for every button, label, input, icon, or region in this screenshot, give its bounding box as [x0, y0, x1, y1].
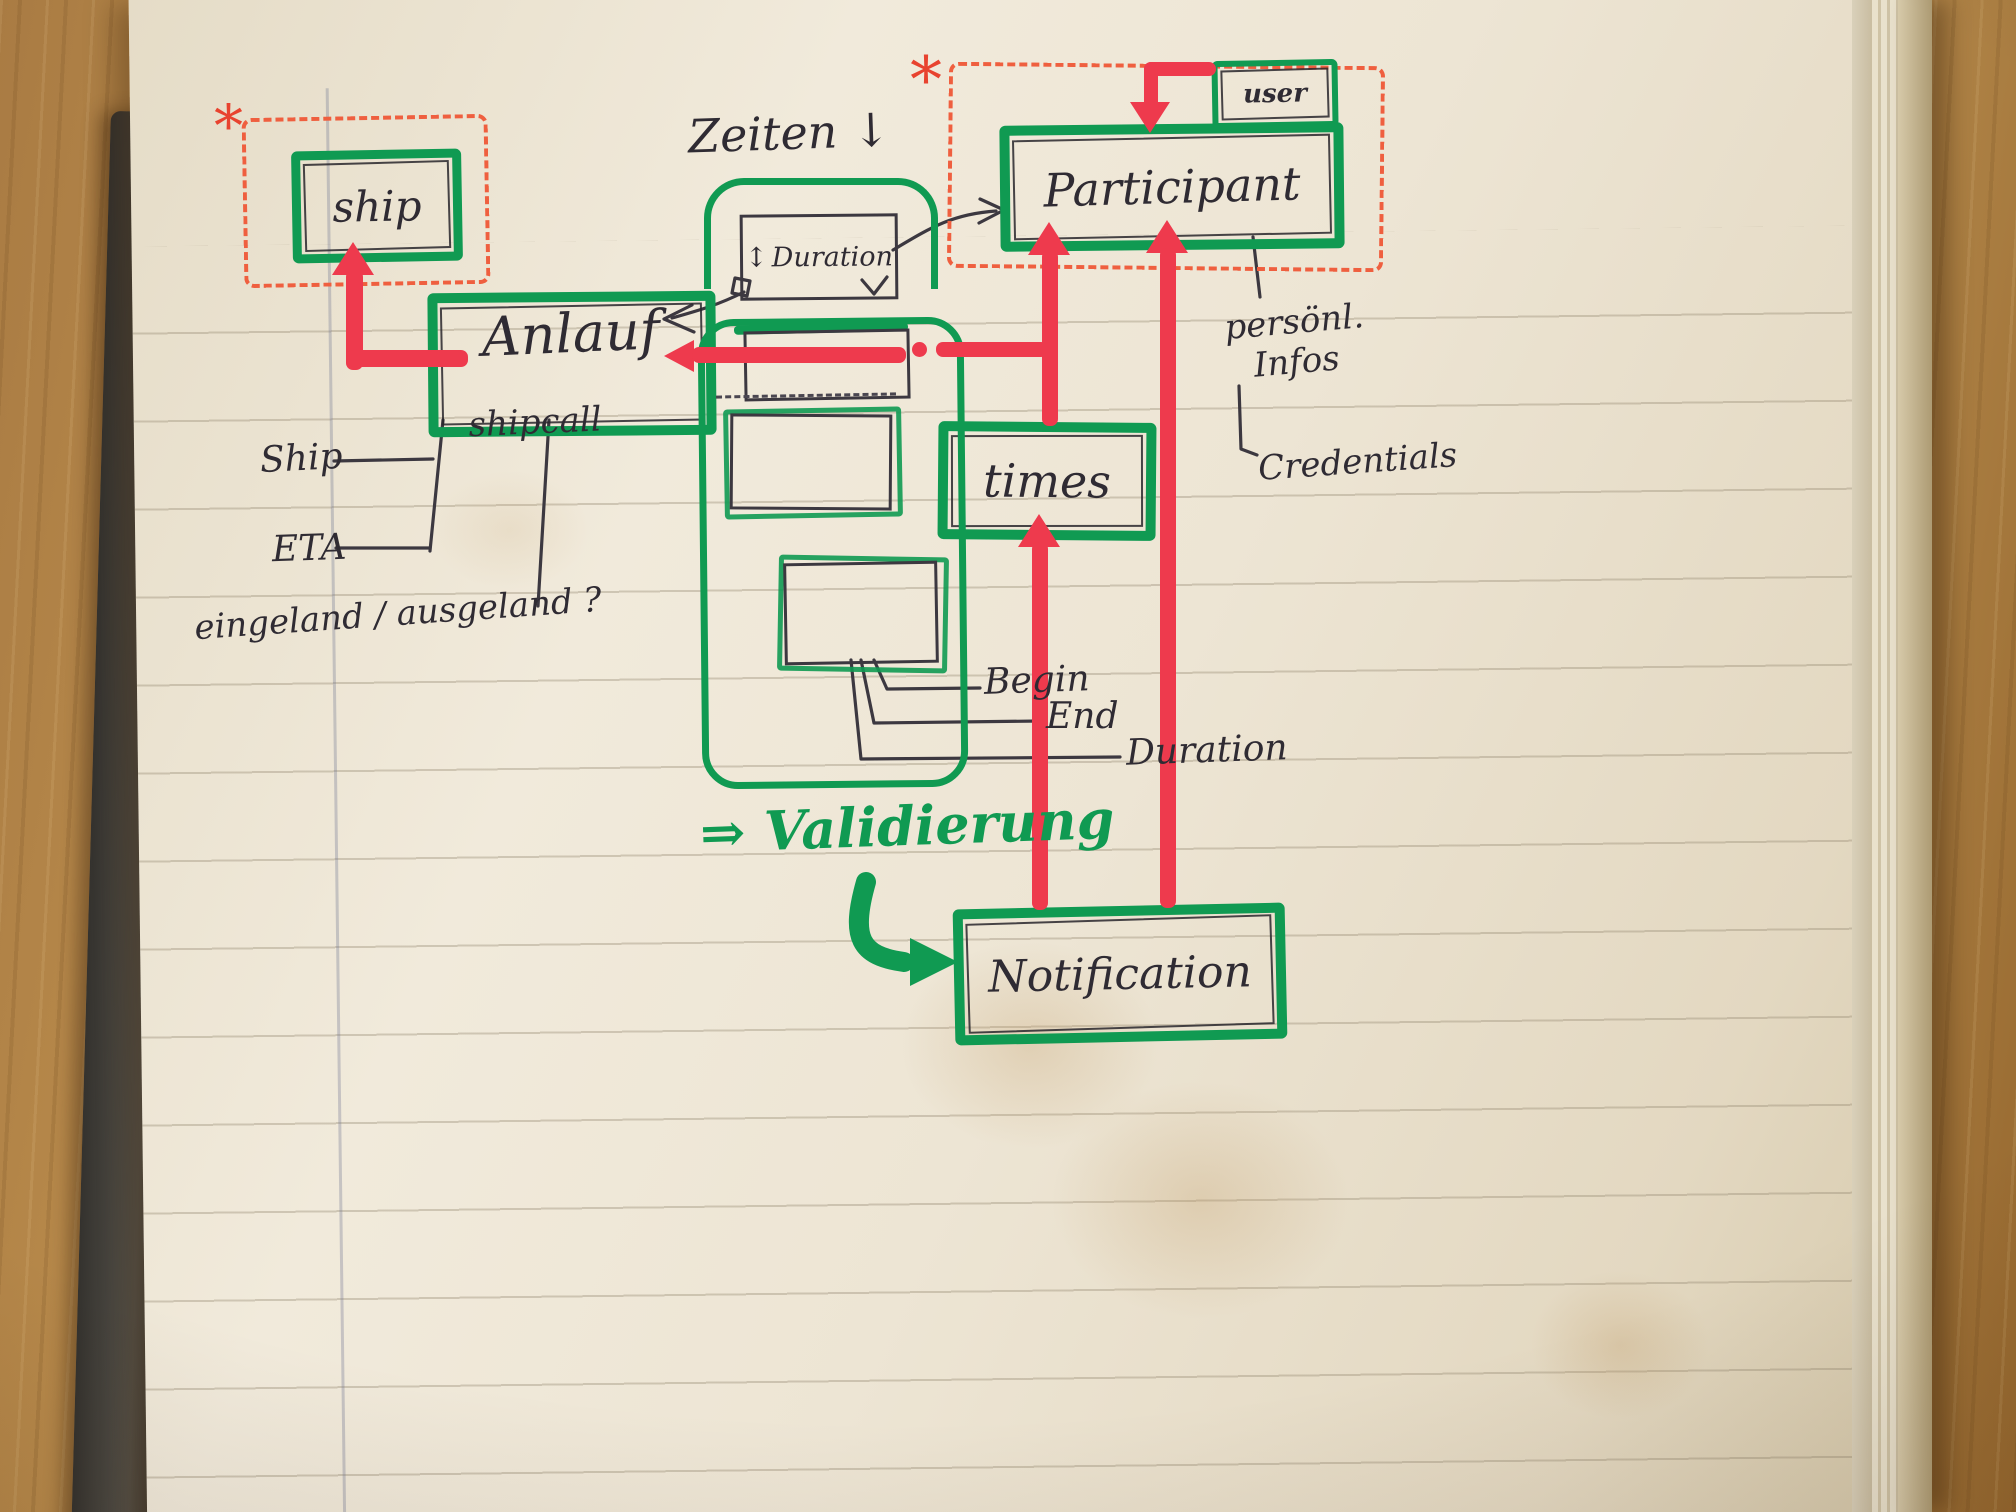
asterisk-right: *	[910, 44, 942, 118]
arrow-user-to-participant-shaft	[1144, 62, 1216, 76]
attr-end: End	[1046, 696, 1119, 737]
credentials-line	[1237, 384, 1259, 457]
arrow-times-to-anlauf-dot	[912, 342, 927, 357]
arrow-user-to-participant-head	[1130, 102, 1170, 133]
arrow-anlauf-to-ship-head	[332, 242, 374, 275]
anlauf-attribute-vertical-line	[428, 418, 445, 553]
coffee-stain	[1530, 1270, 1710, 1420]
arrow-times-to-anlauf-shaft	[692, 347, 906, 363]
begin-attribute-line	[872, 658, 982, 691]
personal-infos-line	[1251, 235, 1262, 299]
stacked-pages-edge	[1898, 0, 1932, 1512]
arrow-anlauf-to-ship-shaft	[346, 270, 363, 370]
coffee-stain	[900, 940, 1160, 1150]
attr-personal-infos: persönl. Infos	[1223, 296, 1369, 388]
arrow-times-to-participant-head	[1028, 222, 1070, 255]
inout-attribute-vertical-line	[536, 418, 551, 608]
duration-anchor-check-icon	[860, 275, 889, 296]
asterisk-left: *	[214, 92, 243, 160]
arrowhead-into-participant	[977, 197, 1006, 225]
green-curved-arrow-shaft	[848, 872, 914, 972]
coffee-stain	[1050, 1080, 1350, 1320]
page-edge	[1852, 0, 1872, 1512]
attr-ship: Ship	[258, 435, 344, 482]
arrow-times-to-participant-shaft	[1042, 250, 1058, 426]
connector-duration-to-participant	[891, 209, 998, 252]
green-curved-arrow-head	[910, 938, 958, 986]
arrow-notification-to-participant-head	[1146, 220, 1188, 253]
zeiten-bracket	[704, 178, 938, 289]
arrow-notification-to-times-shaft	[1032, 542, 1048, 910]
arrowhead-into-anlauf	[662, 303, 696, 334]
attr-eta: ETA	[271, 526, 348, 571]
stacked-pages-edge	[1872, 0, 1900, 1512]
attr-duration: Duration	[1125, 727, 1289, 774]
arrow-notification-to-participant-shaft	[1160, 248, 1176, 908]
paper-smudge	[430, 470, 590, 590]
ship-attribute-line	[332, 457, 435, 463]
end-attribute-line	[859, 658, 1042, 725]
arrow-times-to-anlauf-shaft	[936, 342, 1048, 357]
arrow-times-to-anlauf-head	[664, 340, 694, 372]
arrow-notification-to-times-head	[1018, 514, 1060, 547]
arrow-anlauf-to-ship-shaft	[346, 350, 468, 367]
arrow-user-to-participant-shaft	[1144, 62, 1158, 110]
